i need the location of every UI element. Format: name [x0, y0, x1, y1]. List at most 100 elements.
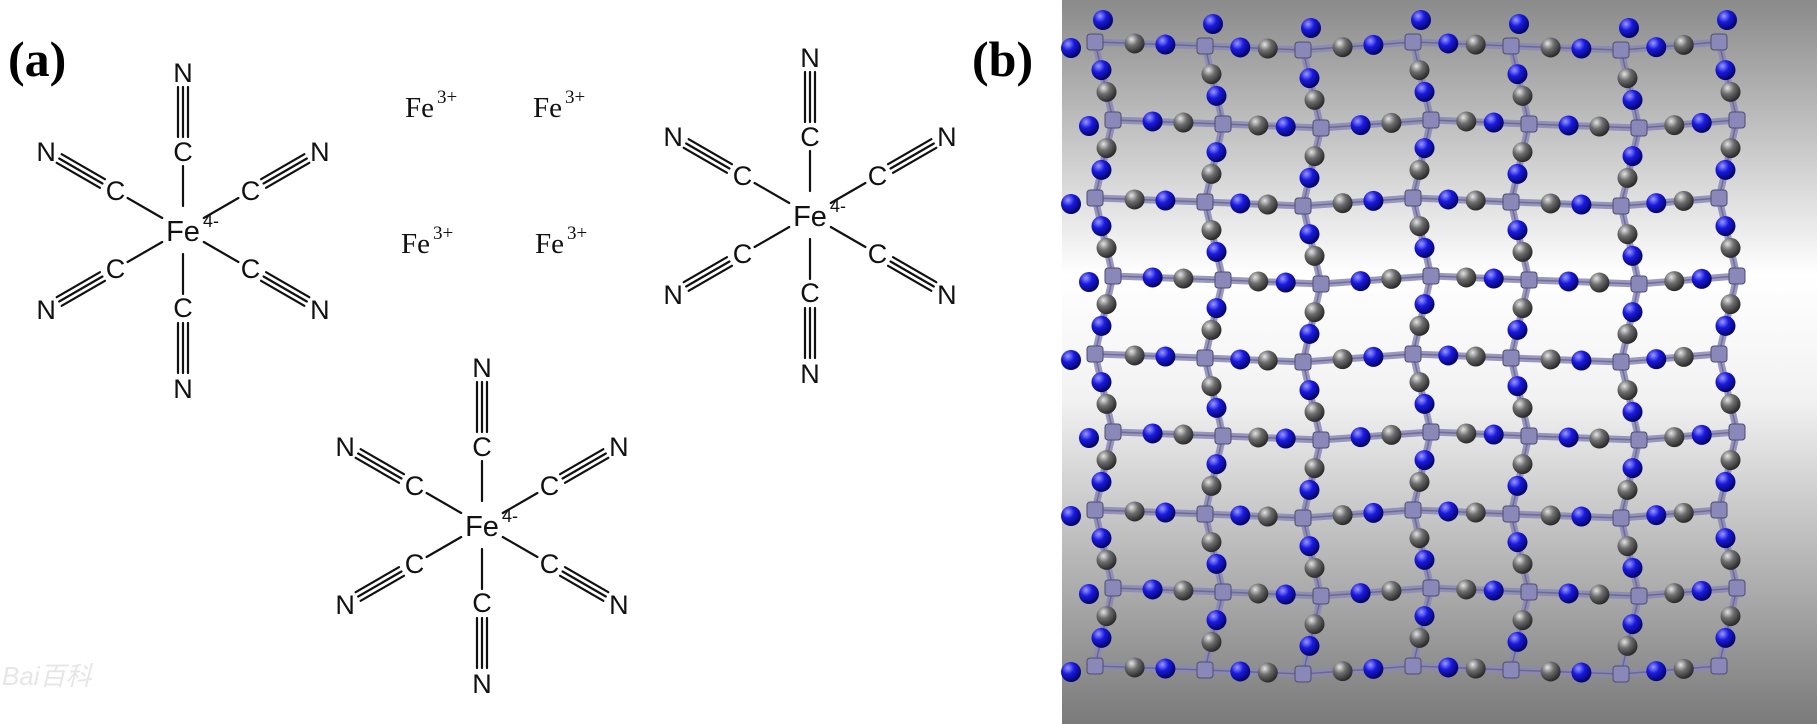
lattice-bond-edge	[1718, 41, 1738, 121]
carbon-sphere	[1381, 580, 1402, 601]
carbon-sphere	[1201, 64, 1222, 85]
iron-node	[1710, 501, 1728, 519]
lattice-bond-edge	[1112, 587, 1224, 593]
cn-triple-bond-line	[891, 256, 938, 284]
carbon-sphere	[1248, 583, 1269, 604]
carbon-sphere	[1257, 506, 1278, 527]
lattice-bond-edge	[1094, 587, 1114, 667]
carbon-sphere	[1124, 189, 1145, 210]
nitrogen-sphere	[1091, 60, 1112, 81]
lattice-bond-edge	[1222, 591, 1322, 597]
nitrogen-sphere	[1230, 349, 1251, 370]
lattice-bond-edge	[1412, 41, 1512, 47]
lattice-bond-edge	[1204, 201, 1224, 281]
terminal-nitrogen-sphere	[1093, 10, 1113, 30]
nitrogen-sphere	[1091, 528, 1112, 549]
carbon-sphere	[1456, 579, 1477, 600]
fe-c-bond	[425, 535, 463, 559]
nitrogen-sphere	[1438, 657, 1459, 678]
nitrogen-sphere	[1299, 68, 1320, 89]
cn-triple-bond-line	[563, 566, 610, 594]
cn-triple-bond-line	[262, 275, 308, 303]
carbon-sphere	[1673, 346, 1694, 367]
iron-node	[1710, 33, 1728, 51]
lattice-bond-edge	[1412, 509, 1512, 515]
carbon-atom-label: C	[106, 176, 126, 206]
carbon-sphere	[1257, 38, 1278, 59]
lattice-bond-edge	[1204, 513, 1304, 519]
lattice-bond-edge	[1094, 119, 1114, 199]
nitrogen-sphere	[1091, 627, 1112, 648]
carbon-sphere	[1257, 350, 1278, 371]
fe-c-bond	[202, 240, 240, 264]
nitrogen-atom-label: N	[335, 590, 355, 620]
nitrogen-sphere	[1571, 350, 1592, 371]
lattice-bond-edge	[1412, 119, 1432, 199]
cn-triple-bond-line	[687, 138, 734, 166]
nitrogen-sphere	[1206, 454, 1227, 475]
nitrogen-sphere	[1363, 34, 1384, 55]
nitrogen-sphere	[1622, 557, 1643, 578]
nitrogen-sphere	[1299, 380, 1320, 401]
carbon-sphere	[1304, 614, 1325, 635]
cn-triple-bond-line	[889, 260, 935, 288]
fe-c-bond	[829, 181, 867, 205]
carbon-sphere	[1617, 323, 1638, 344]
nitrogen-sphere	[1571, 38, 1592, 59]
nitrogen-sphere	[1715, 60, 1736, 81]
carbon-atom-label: C	[868, 161, 888, 191]
carbon-sphere	[1673, 502, 1694, 523]
fe-c-bond	[829, 225, 867, 249]
lattice-bond-edge	[1510, 357, 1530, 437]
lattice-bond-edge	[1204, 591, 1224, 671]
carbon-atom-label: C	[106, 254, 126, 284]
carbon-sphere	[1124, 657, 1145, 678]
iron-node	[1312, 587, 1330, 605]
fe-c-bond	[202, 196, 240, 220]
carbon-sphere	[1248, 115, 1269, 136]
lattice-bond-edge	[1718, 197, 1738, 277]
carbon-atom-label: C	[405, 549, 425, 579]
iron-node	[1728, 267, 1746, 285]
nitrogen-sphere	[1438, 501, 1459, 522]
carbon-atom-label: C	[405, 471, 425, 501]
carbon-sphere	[1201, 532, 1222, 553]
lattice-bond-edge	[1204, 513, 1224, 593]
nitrogen-sphere	[1414, 294, 1435, 315]
carbon-atom-label: C	[173, 293, 193, 323]
nitrogen-sphere	[1206, 553, 1227, 574]
lattice-bond-edge	[1620, 517, 1640, 597]
iron-node	[1728, 423, 1746, 441]
nitrogen-sphere	[1483, 268, 1504, 289]
carbon-sphere	[1332, 505, 1353, 526]
iron-node	[1404, 345, 1422, 363]
nitrogen-sphere	[1622, 89, 1643, 110]
carbon-sphere	[1512, 241, 1533, 262]
cn-triple-bond-line	[262, 157, 308, 185]
lattice-bond-edge	[1302, 509, 1414, 519]
carbon-sphere	[1589, 272, 1610, 293]
iron-node	[1214, 427, 1232, 445]
nitrogen-atom-label: N	[472, 353, 492, 383]
nitrogen-sphere	[1155, 658, 1176, 679]
cn-triple-bond-line	[55, 271, 102, 299]
terminal-nitrogen-sphere	[1061, 662, 1081, 682]
cn-triple-bond-line	[558, 448, 605, 476]
carbon-sphere	[1201, 475, 1222, 496]
nitrogen-sphere	[1299, 167, 1320, 188]
carbon-atom-label: C	[800, 122, 820, 152]
panel-a-label: (a)	[8, 31, 66, 87]
carbon-sphere	[1096, 549, 1117, 570]
lattice-bond-edge	[1638, 275, 1738, 285]
nitrogen-sphere	[1363, 502, 1384, 523]
carbon-sphere	[1257, 662, 1278, 683]
iron-node	[1502, 505, 1520, 523]
nitrogen-sphere	[1206, 298, 1227, 319]
terminal-nitrogen-sphere	[1203, 14, 1223, 34]
nitrogen-sphere	[1622, 245, 1643, 266]
nitrogen-sphere	[1091, 159, 1112, 180]
iron-node	[1214, 271, 1232, 289]
terminal-nitrogen-sphere	[1717, 10, 1737, 30]
iron-node	[1422, 267, 1440, 285]
carbon-sphere	[1617, 224, 1638, 245]
